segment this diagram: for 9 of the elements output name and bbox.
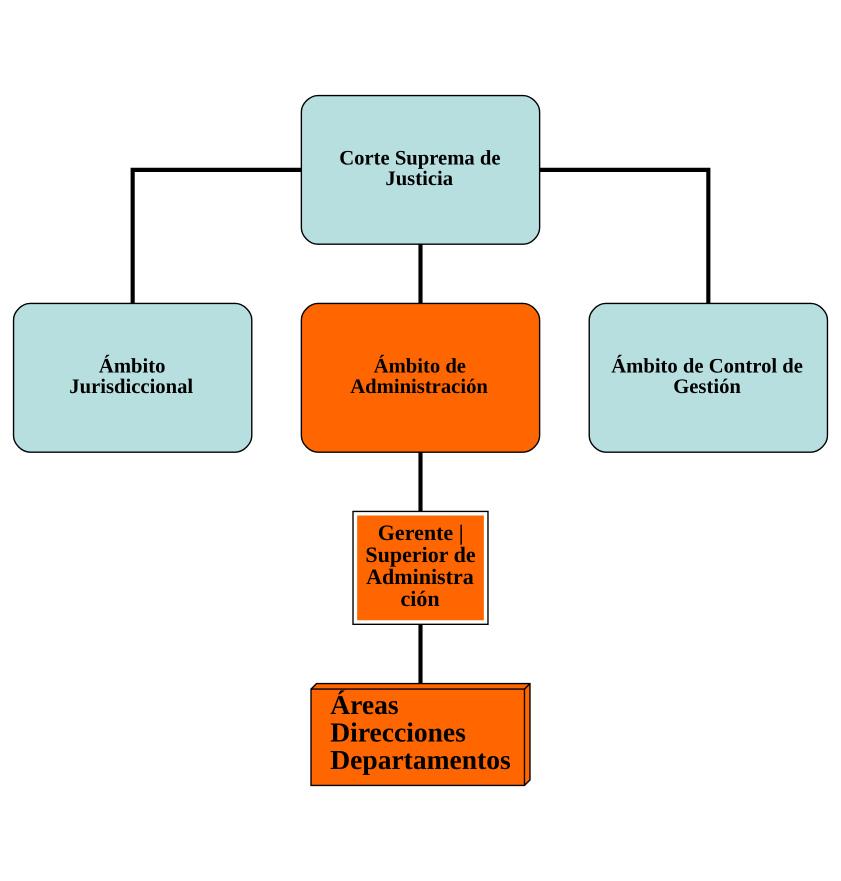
node-box: Corte Suprema de Justicia [300,94,540,245]
node-box: Ámbito de Control de Gestión [588,302,828,453]
connector [418,624,423,684]
connector [418,452,423,512]
connector [418,244,423,304]
connector [540,168,710,304]
node-box: Ámbito Jurisdiccional [12,302,252,453]
node-box: Ámbito de Administración [300,302,540,453]
connector [130,168,302,304]
